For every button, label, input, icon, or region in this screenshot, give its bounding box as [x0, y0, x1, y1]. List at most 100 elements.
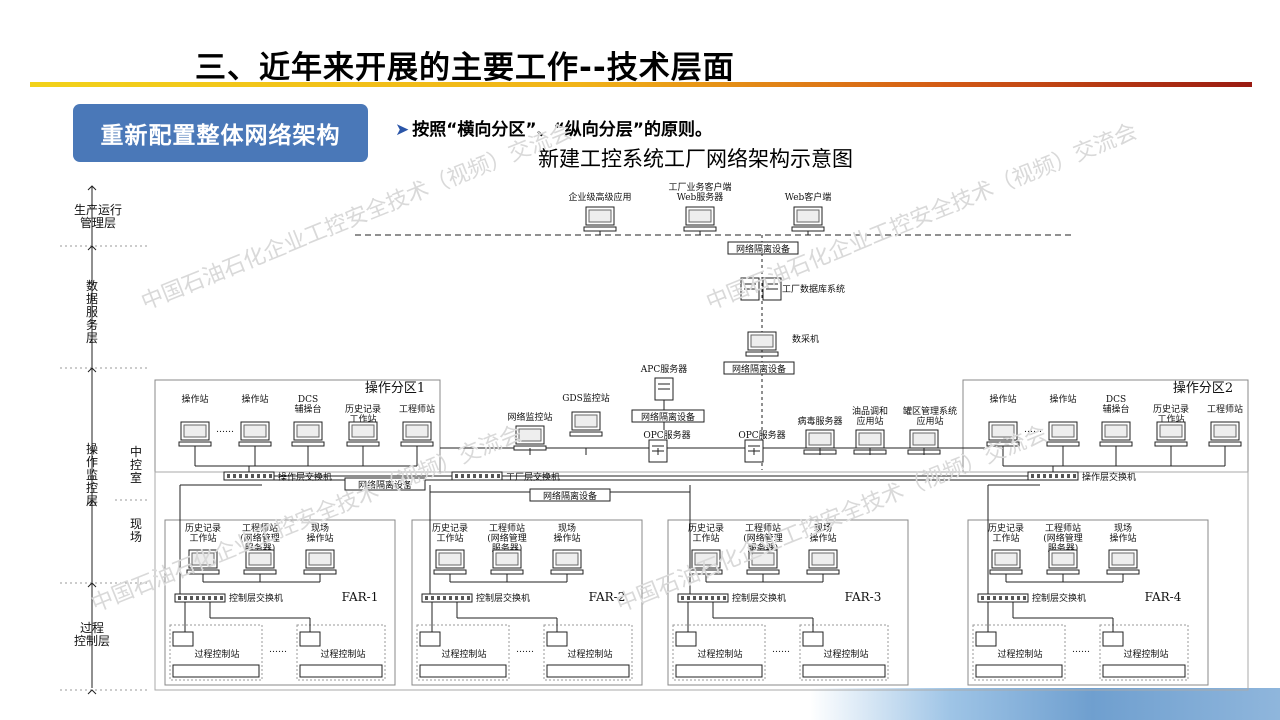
axis-arrow-3: [87, 499, 97, 505]
far1-station-1: [243, 549, 277, 575]
far4-label-history: 历史记录工作站: [988, 522, 1024, 544]
far3-station-0: [689, 549, 723, 575]
far4-ellipsis: ……: [1072, 645, 1090, 655]
label-enterprise-app: 企业级高级应用: [568, 191, 631, 203]
far2-label-history: 历史记录工作站: [432, 522, 468, 544]
layer-separators: [60, 245, 150, 691]
label-antivirus: 病毒服务器: [797, 415, 842, 427]
top-client-2: [791, 206, 825, 232]
zone1-label-switch: 操作层交换机: [278, 471, 332, 483]
label-opc-server-apc: OPC服务器: [643, 429, 690, 441]
far2-station-1: [490, 549, 524, 575]
label-gds: GDS监控站: [562, 392, 610, 404]
layer-label-operation: 操作监控层: [86, 441, 98, 508]
far4-label-engineer: 工程师站(网络管理服务器): [1043, 522, 1083, 554]
layer-label-production: 生产运行管理层: [74, 203, 122, 230]
zone2-station-4: [1208, 421, 1242, 447]
zone1-station-4: [400, 421, 434, 447]
far2-station-0: [433, 549, 467, 575]
label-oil-blend: 油品调和应用站: [852, 405, 888, 427]
top-client-0: [583, 206, 617, 232]
far3-ellipsis: ……: [772, 645, 790, 655]
far2-label: FAR-2: [589, 590, 626, 604]
label-tank-mgmt: 罐区管理系统应用站: [903, 405, 957, 427]
plant-layer-switch: [451, 471, 503, 481]
top-client-1: [683, 206, 717, 232]
zone2-label-op1: 操作站: [989, 393, 1016, 405]
axis-arrow-0: [87, 185, 97, 191]
far3-label-pcs-2: 过程控制站: [823, 648, 868, 660]
far4-label-field: 现场操作站: [1109, 523, 1136, 544]
far1-station-2: [303, 549, 337, 575]
footer-banner-image: [810, 688, 1280, 720]
zone1-switch: [223, 471, 275, 481]
zone2-label-engineer: 工程师站: [1207, 403, 1243, 415]
far1-process-stations: [169, 624, 386, 681]
far2-label-pcs-2: 过程控制站: [567, 648, 612, 660]
zone1-isolation-device: [344, 477, 426, 491]
far3-station-2: [806, 549, 840, 575]
watermark-2: 中国石油石化企业工控安全技术（视频）交流会: [703, 119, 1141, 315]
bullet-text: 按照“横向分区”、“纵向分层”的原则。: [412, 120, 712, 140]
far1-ellipsis: ……: [269, 645, 287, 655]
zone1-label-op1: 操作站: [181, 393, 208, 405]
watermark-3: 中国石油石化企业工控安全技术（视频）交流会: [88, 421, 526, 617]
far1-label-pcs-2: 过程控制站: [320, 648, 365, 660]
page-title: 三、近年来开展的主要工作--技术层面: [195, 50, 735, 86]
far1-label-field: 现场操作站: [306, 523, 333, 544]
label-apc-server: APC服务器: [640, 363, 687, 375]
layer-label-process: 过程控制层: [74, 620, 110, 648]
layer-label-data-service: 数据服务层: [86, 278, 98, 345]
far3-label-history: 历史记录工作站: [688, 522, 724, 544]
zone2-label-switch: 操作层交换机: [1082, 471, 1136, 483]
axis-arrow-5: [87, 689, 97, 695]
watermark-1: 中国石油石化企业工控安全技术（视频）交流会: [138, 119, 576, 315]
top-isolation-device-label: 网络隔离设备: [736, 243, 790, 255]
label-opc-server-main: OPC服务器: [738, 429, 785, 441]
far2-label-engineer: 工程师站(网络管理服务器): [487, 522, 527, 554]
far2-process-stations: [416, 624, 633, 681]
zone1-label-engineer: 工程师站: [399, 403, 435, 415]
far3-ctrl-switch: [677, 593, 729, 603]
far2-ctrl-switch: [421, 593, 473, 603]
zone2-station-1: [1046, 421, 1080, 447]
zone1-station-1: [238, 421, 272, 447]
section-label: 重新配置整体网络架构: [73, 104, 368, 162]
label-zone2: 操作分区2: [1173, 380, 1233, 396]
plant-db-server-1: [740, 277, 760, 301]
arrow-bullet-icon: ➤: [395, 120, 410, 140]
top-isolation-device: [727, 241, 799, 255]
far1-label-engineer: 工程师站(网络管理服务器): [240, 522, 280, 554]
title-divider: [30, 82, 1252, 87]
zone1-label-op2: 操作站: [241, 393, 268, 405]
label-plant-db: 工厂数据库系统: [782, 283, 845, 295]
zone1-station-3: [346, 421, 380, 447]
diagram-title: 新建工控系统工厂网络架构示意图: [538, 147, 853, 171]
zone1-ellipsis: ……: [216, 425, 234, 435]
far1-box: [164, 519, 396, 686]
far4-station-0: [989, 549, 1023, 575]
apc-server: [654, 377, 674, 401]
far3-box: [667, 519, 909, 686]
far2-label-pcs-1: 过程控制站: [441, 648, 486, 660]
label-plant-switch: 工厂层交换机: [506, 471, 560, 483]
zone1-station-2: [291, 421, 325, 447]
plant-db-server-2: [762, 277, 782, 301]
far3-process-stations: [672, 624, 889, 681]
far4-label: FAR-4: [1145, 590, 1182, 604]
collector-terminal: [745, 331, 779, 357]
far4-ctrl-switch: [977, 593, 1029, 603]
bullet-point: ➤按照“横向分区”、“纵向分层”的原则。: [395, 115, 712, 140]
axis-arrow-4: [87, 582, 97, 588]
field-area-box: [154, 471, 1249, 691]
axis-arrow-1: [87, 245, 97, 251]
plant-isolation-device-label: 网络隔离设备: [543, 490, 597, 502]
zone1-isolation-device-label: 网络隔离设备: [358, 479, 412, 491]
far3-label: FAR-3: [845, 590, 882, 604]
zone2-station-2: [1099, 421, 1133, 447]
mid-isolation-device-label: 网络隔离设备: [732, 363, 786, 375]
